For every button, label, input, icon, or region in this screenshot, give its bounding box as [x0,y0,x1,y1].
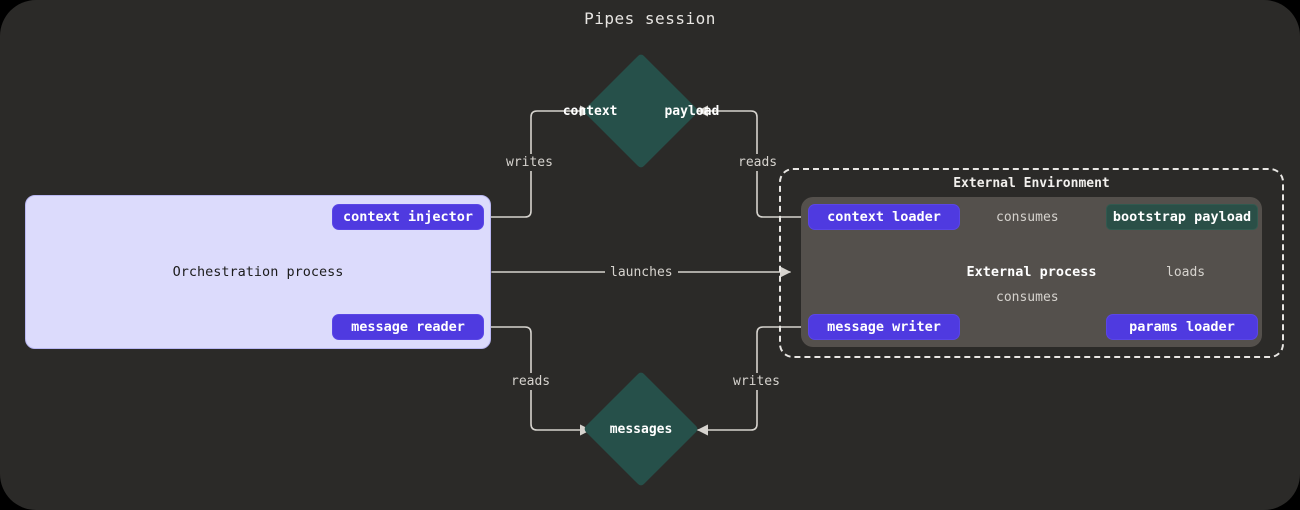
store-messages-label: messages [561,408,721,450]
page-title: Pipes session [584,8,716,28]
node-context-loader[interactable]: context loader [808,204,960,230]
node-message-reader[interactable]: message reader [332,314,484,340]
node-message-writer[interactable]: message writer [808,314,960,340]
node-bootstrap-payload[interactable]: bootstrap payload [1106,204,1258,230]
edge-label-reads-messages: reads [506,373,556,390]
external-environment-region [779,168,1284,358]
store-messages[interactable]: messages [583,371,699,487]
edge-label-reads-context: reads [733,154,783,171]
edge-label-launches: launches [605,264,678,281]
store-context-payload[interactable]: context payload [563,53,719,169]
node-context-injector[interactable]: context injector [332,204,484,230]
orchestration-process-label: Orchestration process [172,264,344,280]
edge-label-consumes-message-writer: consumes [991,289,1064,306]
node-params-loader[interactable]: params loader [1106,314,1258,340]
store-label-line1: messages [609,421,673,437]
edge-label-writes-context: writes [501,154,558,171]
external-process-label: External process [966,264,1097,280]
edge-label-writes-messages: writes [728,373,785,390]
external-environment-label: External Environment [953,175,1110,191]
store-label-line1: context [562,103,618,119]
store-label-line2: payload [664,103,720,119]
edge-label-consumes-context-loader: consumes [991,209,1064,226]
edge-label-loads-params: loads [1161,264,1211,281]
store-context-payload-label: context payload [561,82,721,140]
